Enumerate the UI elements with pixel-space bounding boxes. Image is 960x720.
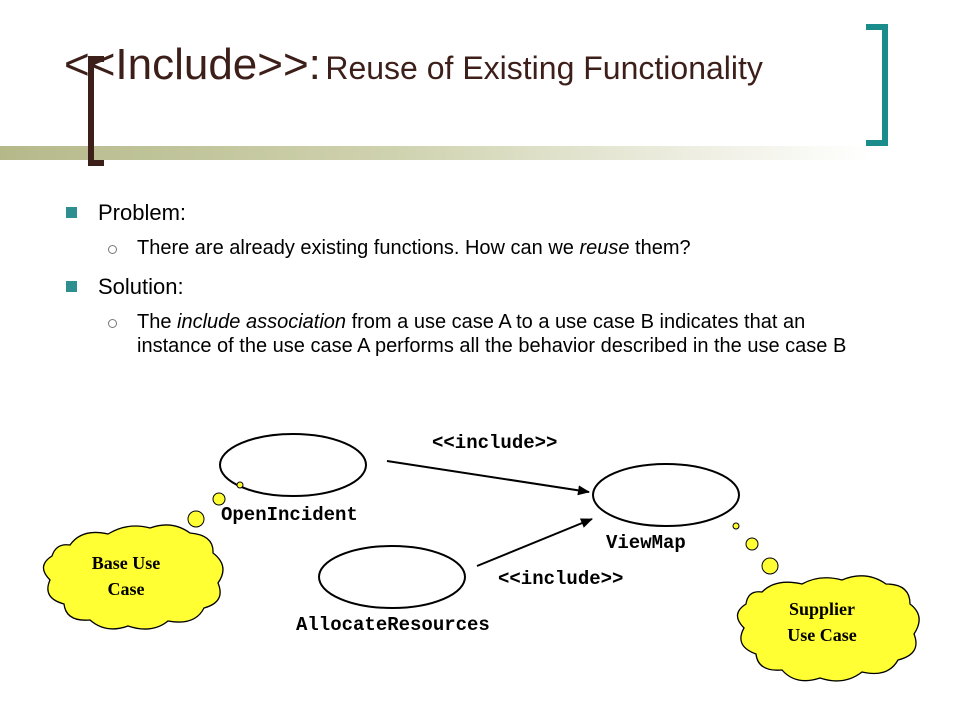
stereotype-label-bottom: <<include>> bbox=[498, 568, 624, 590]
thought-bubble-dot bbox=[236, 481, 244, 489]
problem-text-part: There are already existing functions. Ho… bbox=[137, 237, 580, 259]
title-subtitle: Reuse of Existing Functionality bbox=[325, 50, 763, 86]
bullet-problem: Problem: bbox=[98, 200, 187, 225]
solution-text-part: from a use case A to a use case B indica… bbox=[137, 311, 847, 357]
title-bracket-right bbox=[866, 24, 888, 146]
usecase-label-allocateresources: AllocateResources bbox=[296, 614, 490, 636]
base-use-case-line: Base Use bbox=[91, 553, 161, 573]
title-bracket-left bbox=[88, 56, 104, 166]
include-arrow-bottom bbox=[476, 518, 593, 567]
problem-text-emphasis: reuse bbox=[579, 237, 630, 259]
thought-bubble-dot bbox=[187, 510, 205, 528]
supplier-use-case-cloud bbox=[736, 575, 920, 682]
base-use-case-label: Base Use Case bbox=[66, 550, 186, 602]
problem-text-part: them? bbox=[629, 237, 691, 259]
thought-bubble-dot bbox=[745, 537, 759, 551]
solution-text: The include association from a use case … bbox=[137, 310, 877, 358]
include-arrow-top bbox=[386, 460, 590, 496]
bullet-marker bbox=[66, 207, 77, 218]
bullet-marker bbox=[66, 281, 77, 292]
base-use-case-line: Case bbox=[107, 579, 145, 599]
solution-text-part: The bbox=[137, 311, 178, 333]
supplier-use-case-label: Supplier Use Case bbox=[762, 596, 882, 648]
thought-bubble-dot bbox=[732, 522, 740, 530]
sub-bullet-marker bbox=[108, 319, 117, 328]
problem-text: There are already existing functions. Ho… bbox=[137, 236, 877, 260]
usecase-label-viewmap: ViewMap bbox=[606, 532, 686, 554]
usecase-label-openincident: OpenIncident bbox=[221, 504, 358, 526]
usecase-openincident-ellipse bbox=[219, 433, 367, 497]
usecase-viewmap-ellipse bbox=[592, 463, 740, 527]
thought-bubble-dot bbox=[761, 557, 779, 575]
title-decor-band bbox=[0, 146, 870, 160]
usecase-allocateresources-ellipse bbox=[318, 545, 466, 609]
base-use-case-cloud bbox=[42, 524, 224, 630]
stereotype-label-top: <<include>> bbox=[432, 432, 558, 454]
slide-title: <<Include>>: Reuse of Existing Functiona… bbox=[64, 40, 763, 90]
sub-bullet-marker bbox=[108, 245, 117, 254]
bullet-solution: Solution: bbox=[98, 274, 184, 299]
solution-text-emphasis: include association bbox=[177, 311, 347, 333]
thought-bubble-dot bbox=[212, 492, 226, 506]
supplier-use-case-line: Use Case bbox=[787, 625, 857, 645]
title-main: <<Include>>: bbox=[64, 40, 321, 89]
supplier-use-case-line: Supplier bbox=[788, 599, 856, 619]
